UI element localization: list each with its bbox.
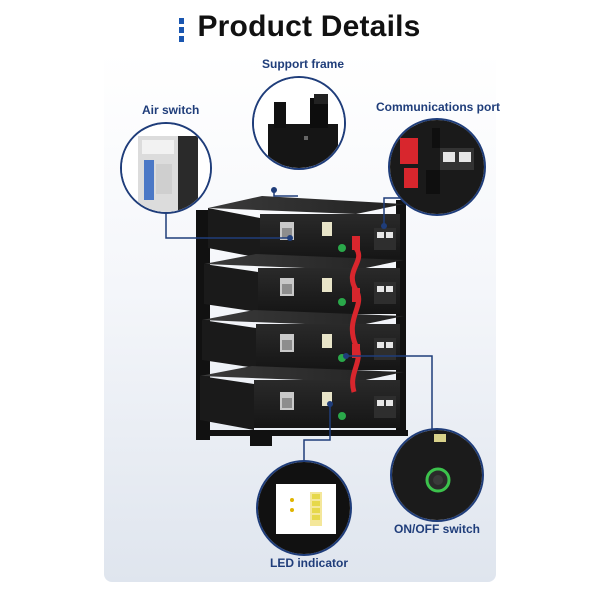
ethernet-port-icon: [390, 120, 484, 214]
air-switch-label: Air switch: [142, 103, 200, 117]
on-off-switch-callout: [390, 428, 484, 522]
support-frame-label: Support frame: [262, 57, 345, 71]
power-button-icon: [392, 430, 482, 520]
air-switch-callout: [120, 122, 212, 214]
battery-module-4: [200, 366, 404, 430]
page-title: Product Details: [179, 10, 420, 44]
callout-anchor-dots: [271, 187, 387, 407]
red-power-cable: [349, 246, 362, 393]
led-indicator-label: LED indicator: [270, 556, 349, 570]
frame-corner-icon: [254, 78, 344, 168]
support-frame-callout: [252, 76, 346, 170]
battery-module-2: [204, 254, 404, 314]
page-title-text: Product Details: [197, 10, 421, 43]
breaker-icon: [122, 124, 210, 212]
led-bar-icon: [258, 462, 350, 554]
frame-post-right: [396, 200, 406, 430]
battery-module-3: [202, 310, 404, 370]
led-indicator-callout: [256, 460, 352, 556]
title-accent-bar: [179, 18, 185, 42]
communications-port-label: Communications port: [376, 100, 501, 114]
on-off-switch-label: ON/OFF switch: [394, 522, 481, 536]
battery-module-1: [208, 196, 404, 260]
communications-port-callout: [388, 118, 486, 216]
frame-base: [198, 430, 408, 436]
header: Product Details: [0, 10, 600, 44]
